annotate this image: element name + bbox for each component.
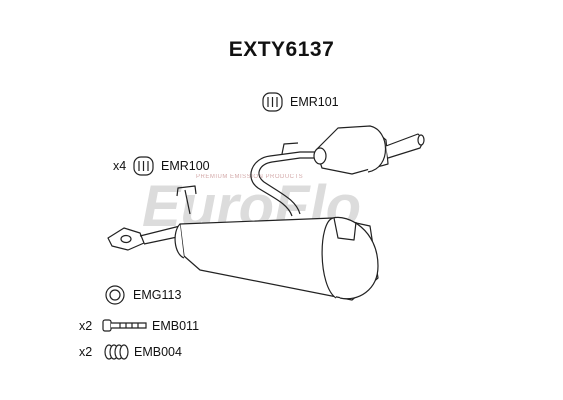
part-qty-emr100: x4 [113,159,127,173]
watermark-tagline: PREMIUM EMISSION PRODUCTS [196,174,303,180]
part-label-emg113: EMG113 [133,288,182,302]
part-number-title: EXTY6137 [228,38,335,61]
bolt-icon [102,319,147,332]
part-label-emr101: EMR101 [290,95,339,109]
part-label-emb011: EMB011 [152,319,200,333]
part-label-emr100: EMR100 [161,159,210,173]
part-qty-emb004: x2 [79,345,93,359]
part-label-emb004: EMB004 [134,345,182,359]
spring-icon [104,344,129,360]
part-qty-emb011: x2 [79,319,93,333]
gasket-ring-icon [105,285,125,305]
rear-silencer [107,125,425,301]
rubber-hanger-icon [133,156,154,176]
rubber-hanger-icon [262,92,283,112]
